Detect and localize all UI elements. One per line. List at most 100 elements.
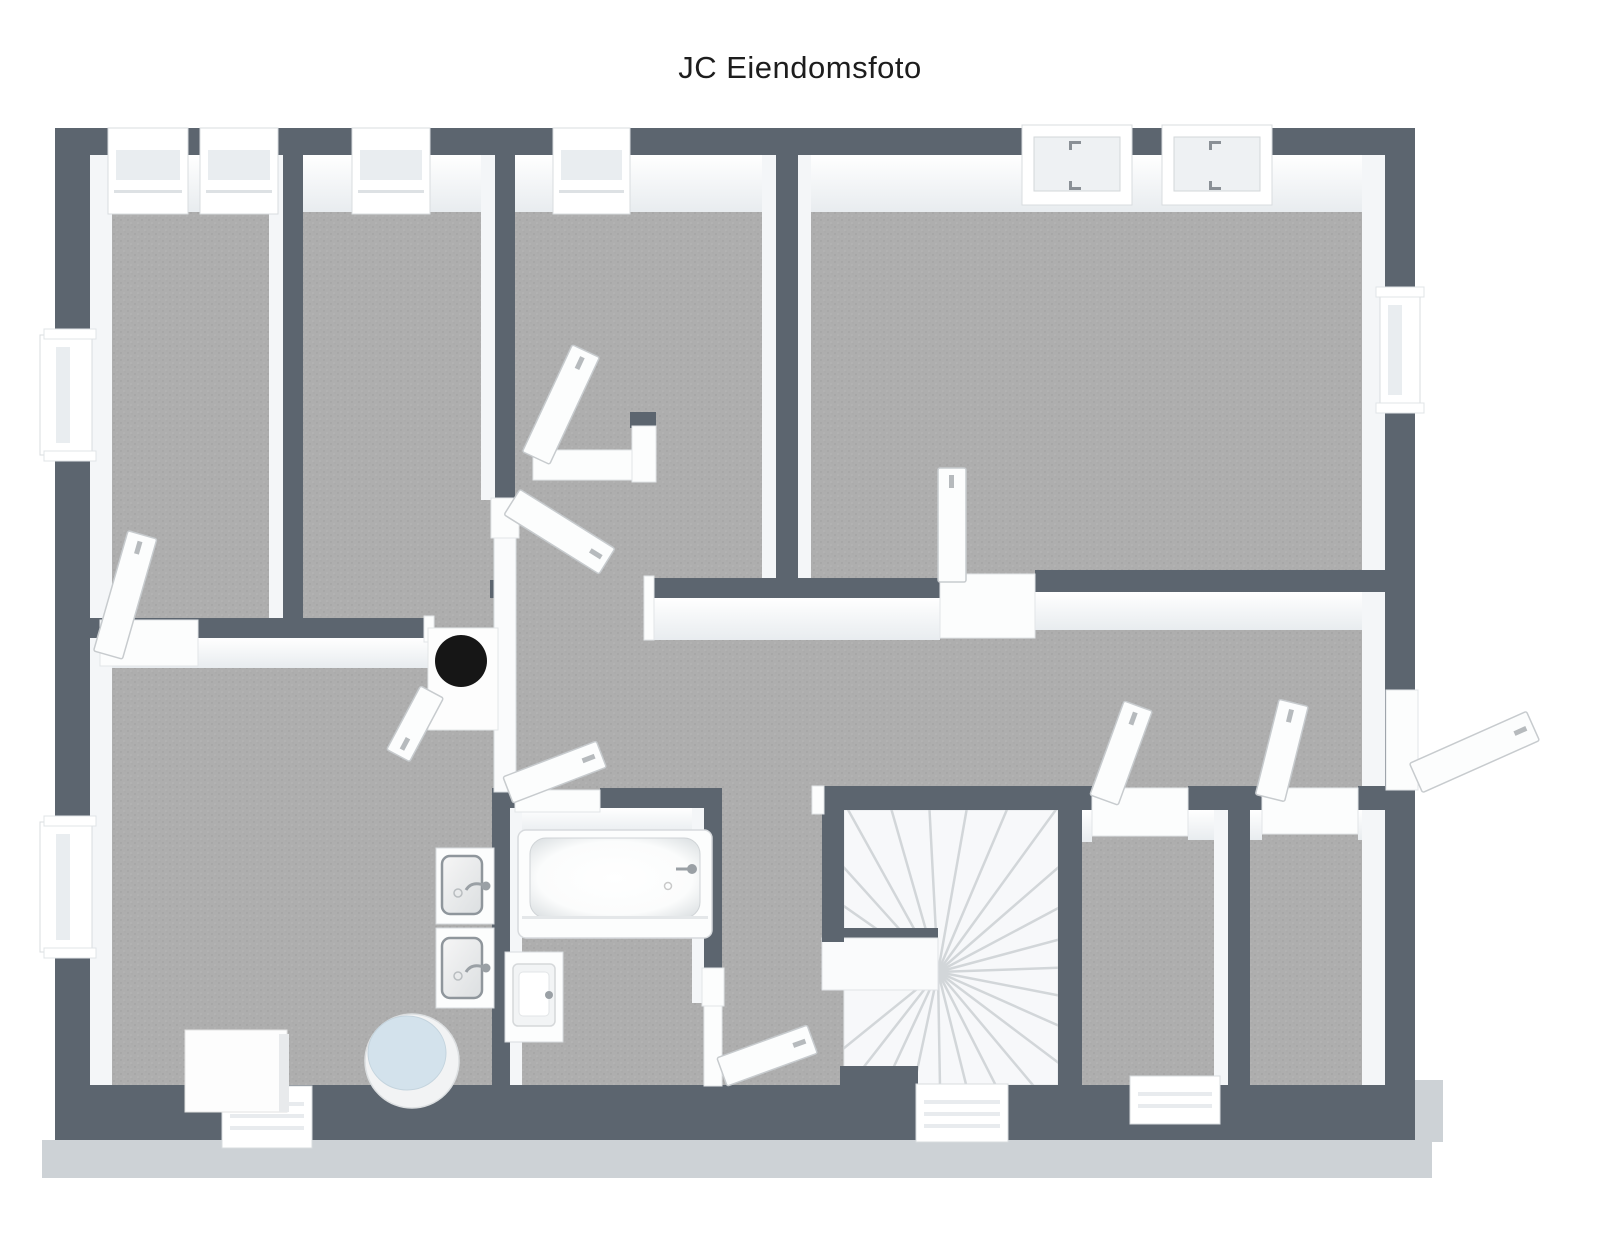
doors-layer [93,344,1540,1087]
cabinet-appliance [184,1029,289,1113]
chimney [427,627,499,731]
door-leaf-exterior-right [1409,711,1540,793]
wall [600,788,722,808]
openings-layer [39,124,1425,1149]
wall-inner-face [1035,592,1390,630]
door-panel [716,1024,818,1087]
wall [630,412,656,428]
door-leaf-room-b [1255,698,1309,802]
stair-tread-edge [890,810,940,973]
door-threshold [703,999,723,1087]
door-panel [386,685,444,762]
entry-opening [915,1083,1009,1143]
sink-faucet-base [481,963,491,973]
wall [822,786,1092,810]
stair-tread-edge [848,971,939,1085]
wall [1385,128,1415,1085]
stair-landing [821,937,939,991]
window-sill [559,190,624,193]
cabinet-shadow [279,1034,289,1112]
window-sill [43,815,97,827]
door-threshold [811,785,825,815]
stair-tread-edge [883,971,940,1085]
window [199,127,279,215]
window [39,328,97,462]
door-handle [1513,726,1528,736]
door-handle [792,1038,807,1048]
roof-window-handle [1069,181,1072,190]
wall [1035,570,1390,592]
staircase [821,809,1059,1086]
door-panel [1089,700,1153,806]
entry-step [924,1124,1000,1128]
stair-tread-edge [936,971,997,1085]
door-threshold [643,575,655,641]
stair-tread-edge [937,866,1058,973]
water-heater [364,1013,460,1109]
stair-tread-edge [937,970,1058,1027]
wall-inner-face [269,155,283,620]
utility-sink [435,927,495,1009]
roof-window-glass [1033,136,1121,192]
stair-tread-edge [936,810,1009,973]
wall [495,128,515,500]
door-leaf-room-a [1089,700,1153,806]
wall-inner-face [650,598,940,640]
roof-window-handle [1069,141,1081,144]
wall [1358,786,1390,810]
stair-tread-edge [937,971,1058,1064]
wall [1188,786,1262,810]
door-threshold [631,425,657,483]
stair-tread-edge [936,810,968,973]
stair-tread-edge [844,971,939,1050]
roof-window-handle [1209,141,1221,144]
roof-window-handle [1209,187,1221,190]
entry-step [230,1114,304,1118]
door-panel [1409,711,1540,793]
stair-tread-edge [928,810,940,973]
entry-step [1138,1104,1212,1108]
door-leaf-room3 [522,344,600,465]
window-glass [56,347,70,443]
window-glass [116,150,180,180]
window [351,127,431,215]
door-panel [504,489,615,575]
fixtures-layer [184,627,713,1113]
stove-flue [435,635,487,687]
window-sill [358,190,424,193]
stair-tread-edge [844,865,939,973]
stair-tread-edge [846,810,940,973]
door-leaf-bathroom-east [716,1024,818,1087]
water-heater-top [367,1015,447,1091]
wall-inner-face [762,155,776,592]
utility-sink [435,847,495,925]
foundation-skirt [1415,1080,1443,1142]
window-sill [1375,286,1425,298]
wall [776,150,798,592]
door-handle [581,753,596,764]
roof-window-handle [1069,141,1072,150]
door-handle [574,356,585,371]
door-panel [937,467,967,583]
stair-tread-edge [912,971,940,1085]
entry-step [924,1100,1000,1104]
entry-step [230,1126,304,1130]
vanity-sink [504,951,564,1043]
door-panel [502,740,607,804]
stair-tread-edge [937,971,1035,1085]
bathtub-apron [522,916,708,919]
entry-step [924,1112,1000,1116]
door-threshold [1385,689,1419,791]
sink-drain [453,971,463,981]
door-panel [522,344,600,465]
door-leaf-room1 [93,530,158,660]
window-glass [208,150,270,180]
roof-window [1021,124,1133,206]
window-sill [1375,402,1425,414]
door-leaf-bathroom-north [502,740,607,804]
window [552,127,631,215]
bathtub [517,829,713,939]
vanity-faucet [545,991,553,999]
sink-drain [453,888,463,898]
door-handle [949,475,954,488]
